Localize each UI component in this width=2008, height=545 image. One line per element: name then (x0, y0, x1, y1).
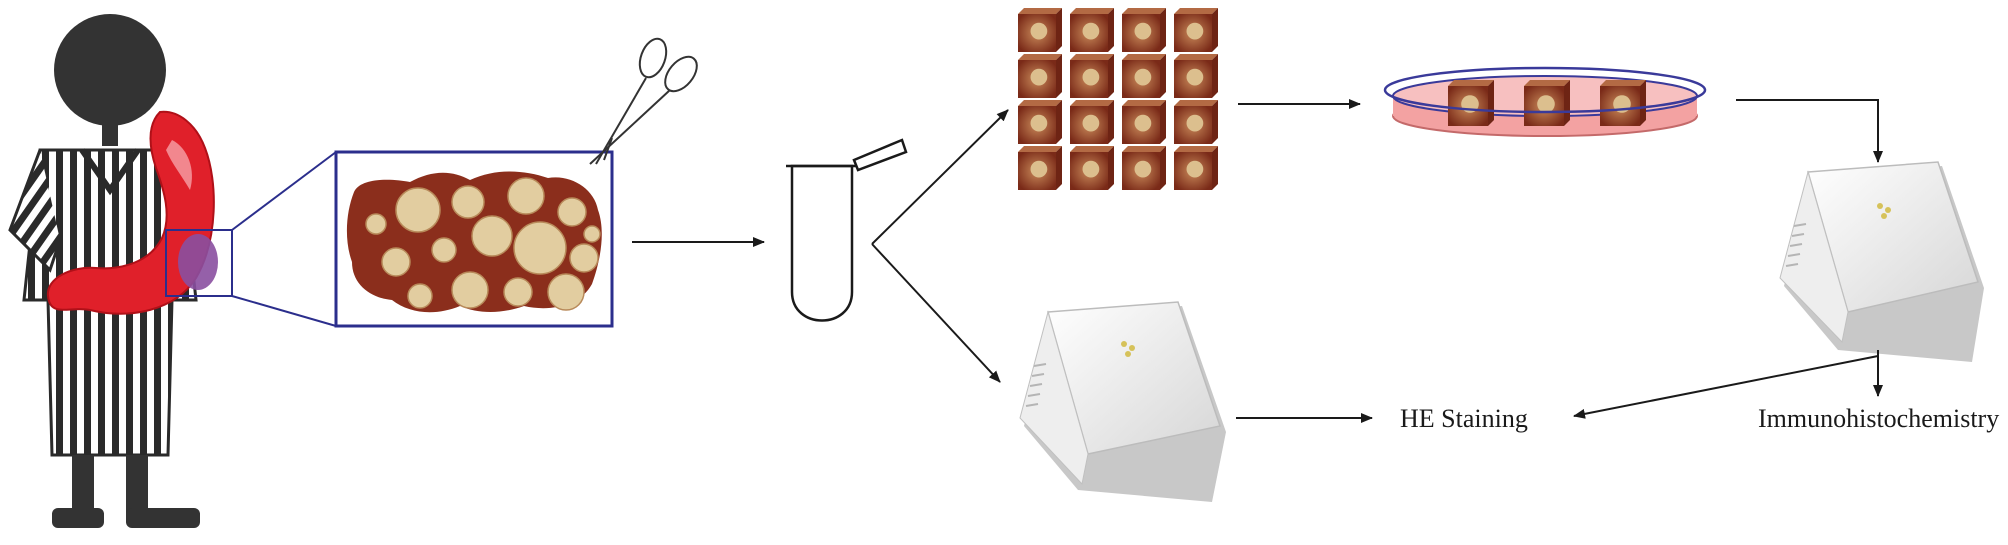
centrifuge-tube-icon (786, 138, 908, 322)
tissue-block (1448, 80, 1494, 126)
scissors-icon (589, 37, 698, 165)
tissue-block (1070, 100, 1114, 144)
tissue-block (1174, 146, 1218, 190)
tissue-block (1070, 8, 1114, 52)
embedding-cassette-icon (1019, 301, 1226, 502)
tissue-block (1018, 54, 1062, 98)
arrow-to-lower-cassette (871, 243, 1001, 383)
tissue-block (1174, 8, 1218, 52)
tissue-block (1122, 100, 1166, 144)
embedding-cassette-icon (1779, 161, 1984, 362)
tumor-tissue-icon (334, 150, 614, 328)
arrow-to-blocks (871, 109, 1009, 245)
tissue-block (1070, 54, 1114, 98)
tissue-block (1600, 80, 1646, 126)
tissue-block (1174, 54, 1218, 98)
tissue-block (1018, 146, 1062, 190)
tissue-block (1122, 54, 1166, 98)
immunohistochemistry-label: Immunohistochemistry (1758, 404, 2000, 433)
tissue-block (1070, 146, 1114, 190)
arrow-to-right-cassette (1736, 99, 1883, 163)
tissue-block (1018, 8, 1062, 52)
magnified-region-box (165, 229, 233, 297)
he-staining-label: HE Staining (1400, 404, 1528, 433)
tissue-block (1018, 100, 1062, 144)
tissue-block (1524, 80, 1570, 126)
tissue-block (1122, 146, 1166, 190)
tissue-block (1174, 100, 1218, 144)
culture-dish-icon (1383, 66, 1707, 137)
arrow-cassette-to-he (1573, 355, 1879, 419)
tissue-block (1122, 8, 1166, 52)
stomach-icon (46, 110, 218, 315)
tissue-blocks-icon (1018, 8, 1218, 190)
